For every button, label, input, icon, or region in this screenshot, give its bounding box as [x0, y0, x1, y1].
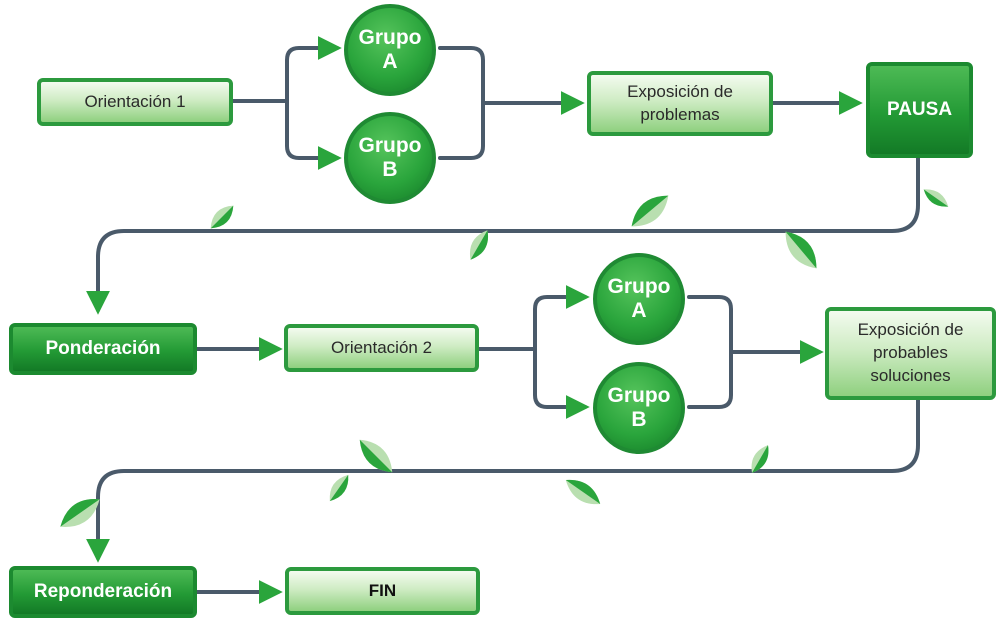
- node-grupo-b-2: Grupo B: [593, 362, 685, 454]
- node-grupo-a-1-line1: Grupo: [358, 25, 422, 49]
- connector-pausa-to-ponderacion: [86, 156, 920, 315]
- node-fin-label: FIN: [368, 580, 397, 600]
- connector-to-grupo-b-1: [285, 99, 342, 170]
- node-grupo-a-1-line2: A: [382, 50, 398, 73]
- node-fin: FIN: [285, 567, 480, 615]
- node-grupo-b-1-line1: Grupo: [358, 133, 422, 157]
- node-grupo-a-2: Grupo A: [593, 253, 685, 345]
- node-exposicion-problemas: Exposición de problemas: [587, 71, 773, 136]
- node-exposicion-problemas-line1: Exposición de: [627, 81, 733, 101]
- node-grupo-b-2-line2: B: [631, 408, 647, 431]
- node-orientacion-1: Orientación 1: [37, 78, 233, 126]
- node-grupo-a-1: Grupo A: [344, 4, 436, 96]
- connector-to-grupo-a-1: [285, 36, 342, 103]
- node-reponderacion: Reponderación: [9, 566, 197, 618]
- node-pausa-label: PAUSA: [886, 99, 953, 121]
- node-exposicion-soluciones-line3: soluciones: [870, 365, 951, 385]
- connector-grupo-a-1-merge: [438, 46, 485, 160]
- connector-soluciones-to-reponderacion: [86, 398, 920, 563]
- connector-grupo-a-2-merge: [687, 295, 733, 409]
- connector-to-grupo-b-2: [533, 347, 590, 419]
- leaf-icon: [785, 231, 817, 269]
- leaf-icons: [60, 189, 949, 527]
- node-ponderacion-label: Ponderación: [45, 338, 161, 360]
- node-exposicion-soluciones-line1: Exposición de: [857, 320, 964, 340]
- node-exposicion-soluciones-line2: probables: [873, 343, 948, 363]
- leaf-icon: [631, 195, 669, 227]
- leaf-icon: [923, 189, 949, 207]
- node-grupo-b-2-line1: Grupo: [607, 383, 671, 407]
- node-grupo-a-2-line1: Grupo: [607, 274, 671, 298]
- node-orientacion-2-label: Orientación 2: [330, 337, 433, 357]
- leaf-icon: [751, 445, 769, 473]
- leaf-icon: [359, 439, 393, 473]
- node-ponderacion: Ponderación: [9, 323, 197, 375]
- leaf-icon: [210, 205, 234, 229]
- node-orientacion-2: Orientación 2: [284, 324, 479, 372]
- leaf-icon: [565, 479, 601, 505]
- node-orientacion-1-label: Orientación 1: [84, 91, 186, 111]
- leaf-icon: [469, 230, 489, 260]
- node-grupo-b-1-line2: B: [382, 158, 398, 181]
- node-grupo-b-1: Grupo B: [344, 112, 436, 204]
- node-exposicion-problemas-line2: problemas: [640, 104, 720, 124]
- leaf-icon: [60, 499, 100, 527]
- leaf-icon: [329, 474, 349, 502]
- node-reponderacion-label: Reponderación: [33, 581, 173, 603]
- connector-to-grupo-a-2: [533, 285, 590, 351]
- node-grupo-a-2-line2: A: [631, 299, 647, 322]
- node-exposicion-soluciones: Exposición de probables soluciones: [825, 307, 996, 400]
- node-pausa: PAUSA: [866, 62, 973, 158]
